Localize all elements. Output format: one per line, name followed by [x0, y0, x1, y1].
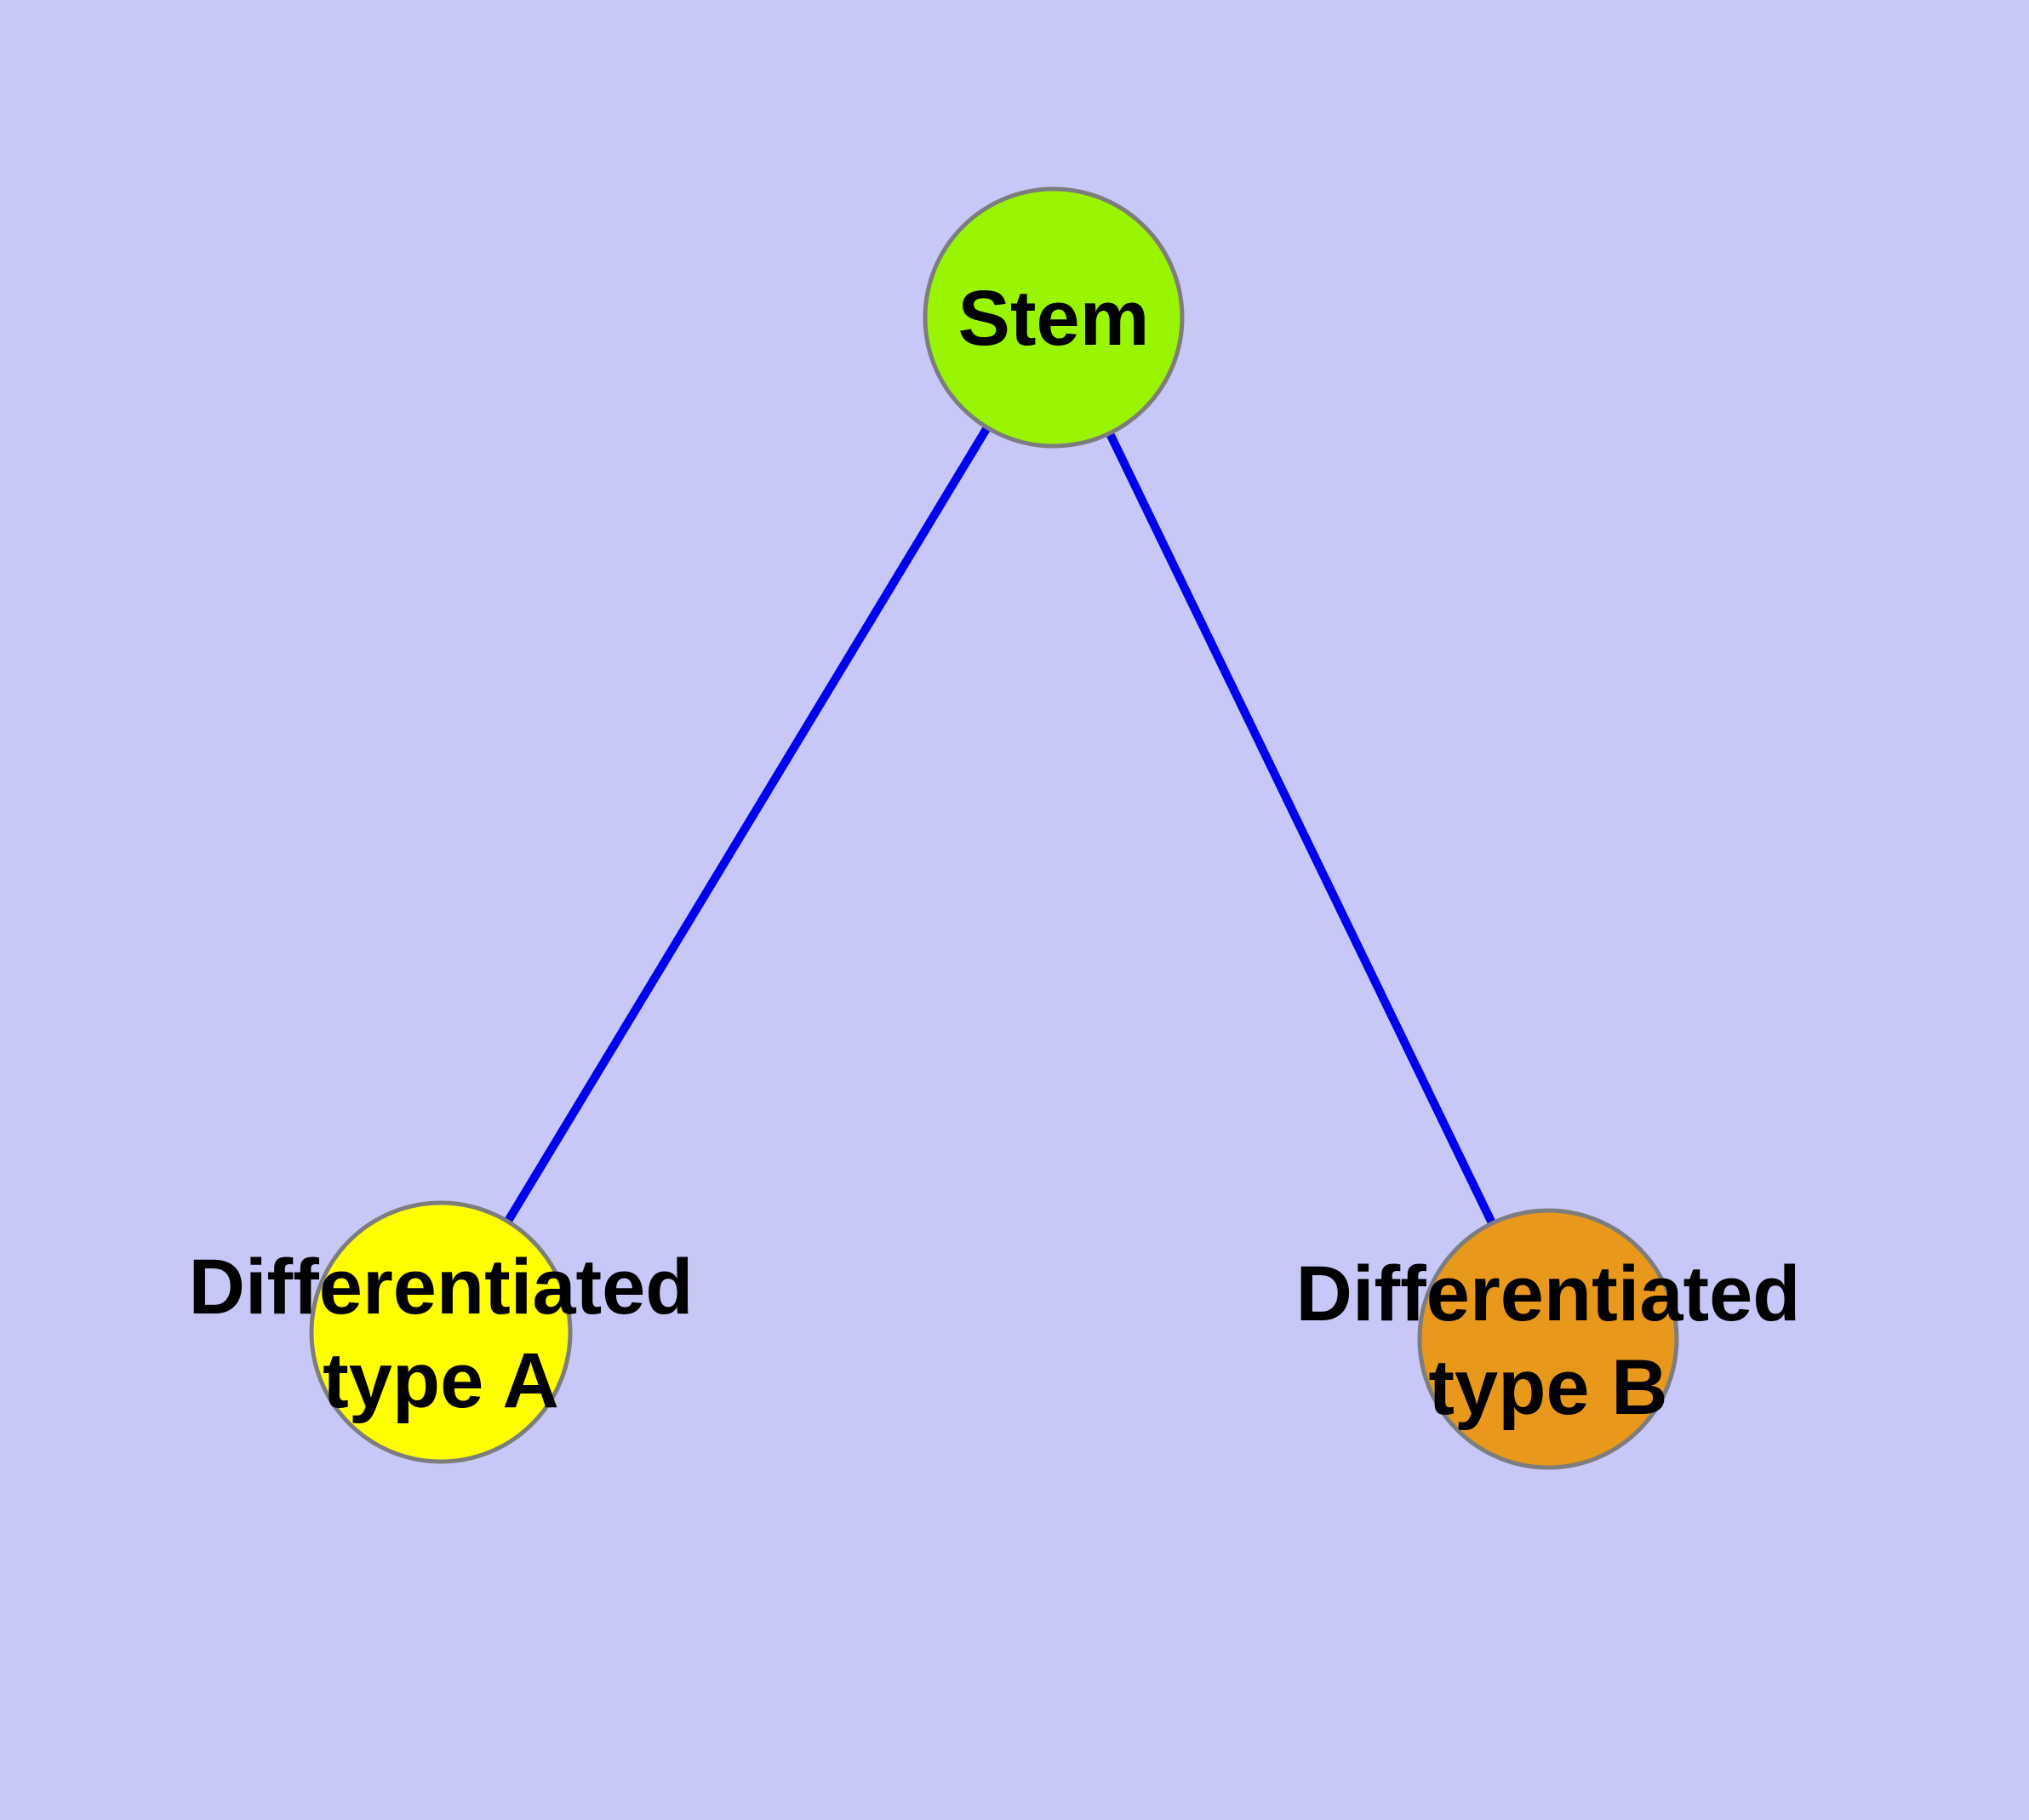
- node-stem-label: Stem: [958, 275, 1150, 362]
- node-type-b-label-line-2: type B: [1428, 1344, 1667, 1431]
- node-differentiated-type-a: [309, 1200, 573, 1464]
- edge-stem-to-type-a: [437, 315, 1058, 1335]
- label-layer: Stem Differentiated type A Differentiate…: [189, 275, 1801, 1431]
- node-type-a-label-line-2: type A: [323, 1337, 559, 1424]
- edge-layer: [437, 315, 1552, 1342]
- node-stem: [923, 186, 1185, 449]
- node-differentiated-type-b: [1417, 1208, 1679, 1470]
- node-type-b-label-line-1: Differentiated: [1296, 1251, 1801, 1337]
- node-layer: [309, 186, 1679, 1470]
- edge-stem-to-type-b: [1049, 315, 1552, 1342]
- node-type-a-label-line-1: Differentiated: [189, 1244, 694, 1331]
